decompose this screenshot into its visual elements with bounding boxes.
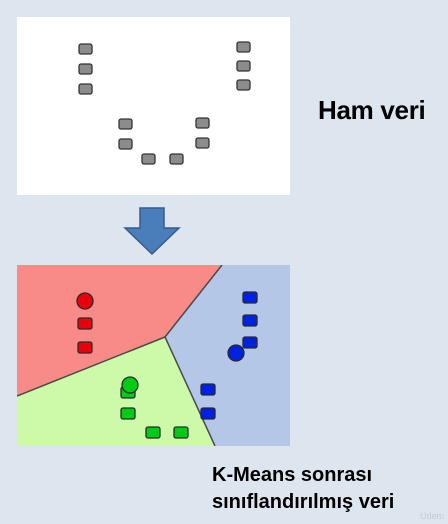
blue-point — [200, 407, 216, 420]
blue-cluster-centroid — [227, 344, 245, 362]
raw-point — [118, 138, 133, 150]
voronoi-regions — [16, 264, 290, 447]
red-cluster-centroid — [76, 292, 94, 310]
red-point — [77, 341, 93, 354]
raw-point — [141, 153, 156, 165]
result-label-line2: sınıflandırılmış veri — [212, 491, 395, 513]
blue-point — [242, 291, 258, 304]
raw-point — [195, 137, 210, 149]
blue-point — [242, 314, 258, 327]
raw-point — [236, 60, 251, 72]
region-green — [17, 337, 215, 446]
green-cluster-centroid — [121, 376, 139, 394]
raw-point — [236, 79, 251, 91]
clustered-data-panel — [16, 264, 290, 447]
blue-point — [242, 336, 258, 349]
region-border — [16, 336, 166, 397]
down-arrow-icon — [123, 207, 181, 256]
raw-data-label: Ham veri — [318, 95, 426, 125]
watermark: Udem — [419, 511, 444, 521]
raw-point — [78, 63, 93, 75]
region-red — [17, 265, 222, 396]
kmeans-result-label: K-Means sonrası sınıflandırılmış veri — [212, 462, 394, 516]
green-point — [173, 426, 189, 439]
raw-data-plot — [78, 41, 251, 165]
region-blue — [165, 265, 290, 446]
raw-point — [78, 83, 93, 95]
raw-point — [118, 118, 133, 130]
raw-point — [78, 43, 93, 55]
raw-data-panel — [17, 17, 290, 195]
green-point — [120, 407, 136, 420]
result-label-line1: K-Means sonrası — [212, 464, 373, 486]
green-point — [145, 426, 161, 439]
raw-point — [169, 153, 184, 165]
raw-point — [236, 41, 251, 53]
red-point — [77, 317, 93, 330]
blue-point — [200, 383, 216, 396]
raw-point — [195, 117, 210, 129]
